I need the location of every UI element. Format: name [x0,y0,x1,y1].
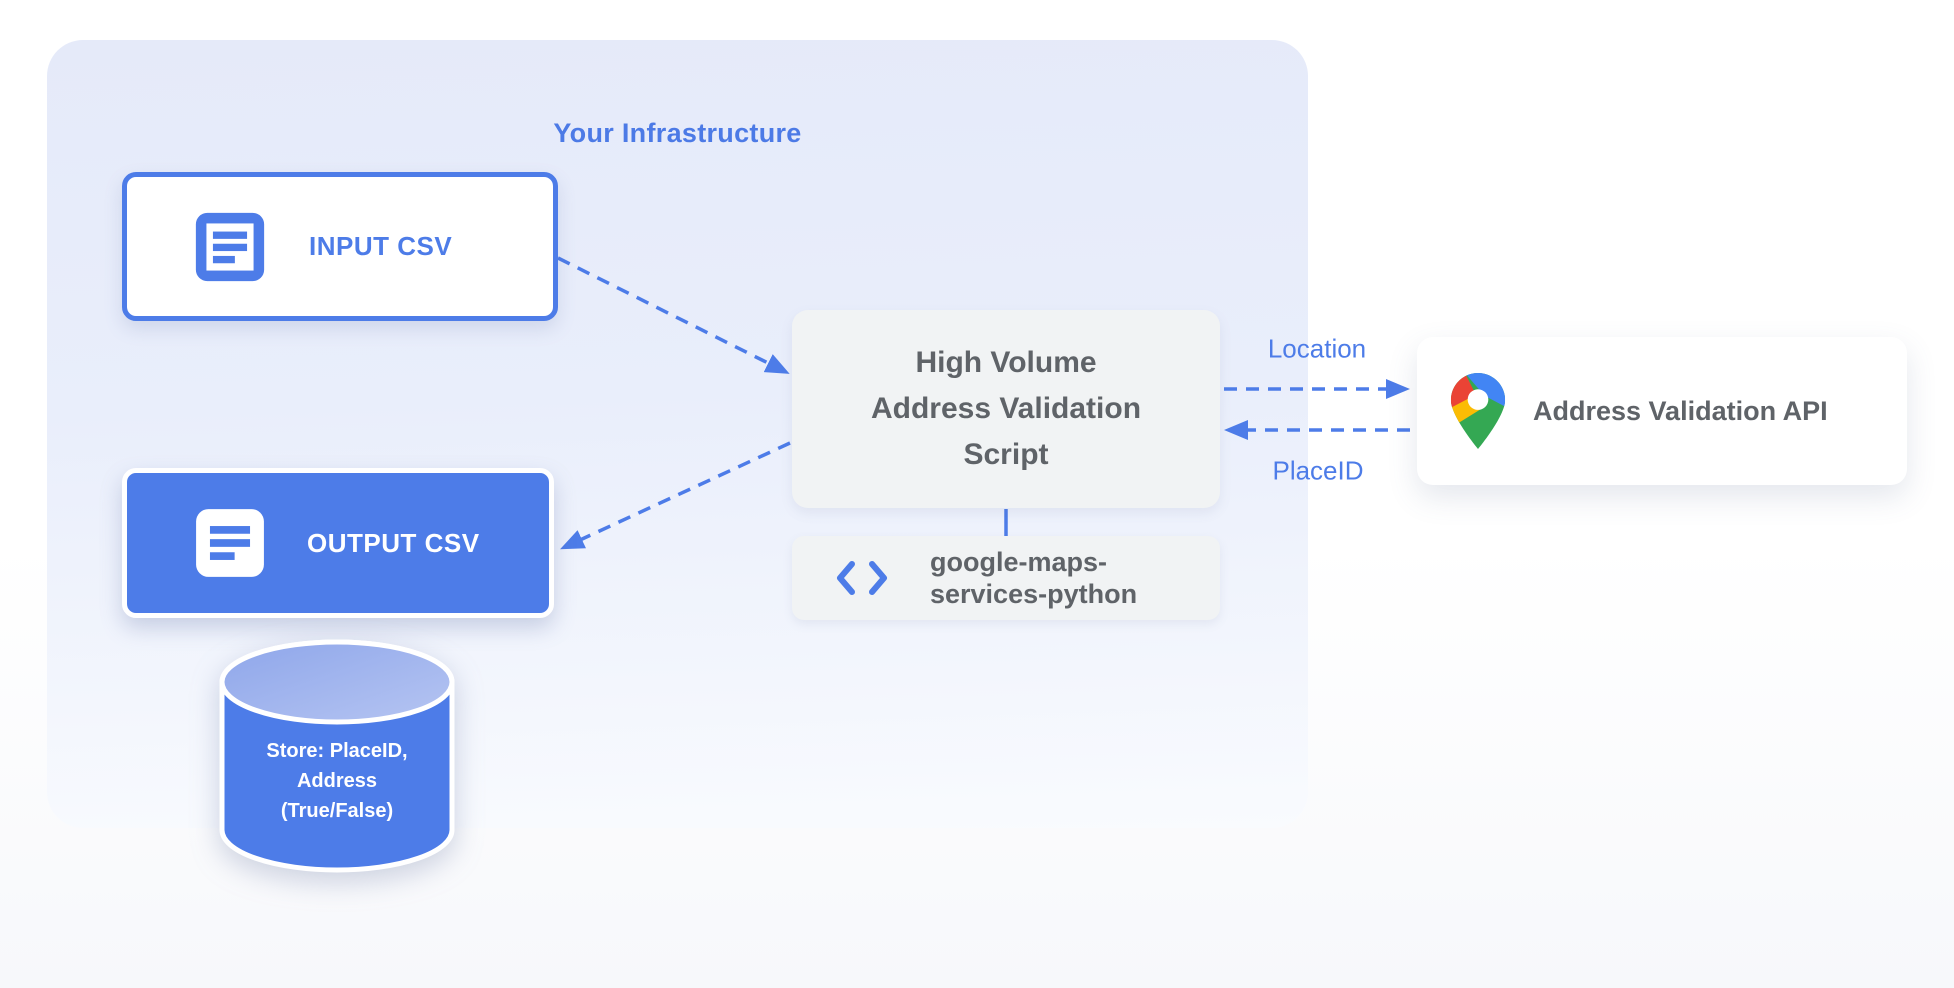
placeid-flow-label: PlaceID [1272,455,1364,486]
google-maps-pin-icon [1450,373,1506,449]
output-csv-node: OUTPUT CSV [122,468,554,618]
api-label: Address Validation API [1533,395,1828,426]
library-label: google-maps- services-python [930,546,1137,610]
library-line-1: google-maps- [930,547,1108,577]
address-validation-api-node: Address Validation API [1417,337,1907,485]
datastore-line-1: Store: PlaceID, [266,740,408,762]
database-cylinder-icon [219,639,455,873]
datastore-line-2: Address [296,770,378,792]
datastore-line-3: (True/False) [280,800,394,822]
script-line-3: Script [963,438,1049,471]
script-line-2: Address Validation [870,392,1142,425]
library-node: google-maps- services-python [792,536,1220,620]
document-icon [196,509,264,577]
input-csv-label: INPUT CSV [309,231,453,261]
input-csv-node: INPUT CSV [122,172,558,321]
library-line-2: services-python [930,579,1138,609]
script-node: High Volume Address Validation Script [792,310,1220,508]
datastore-label: Store: PlaceID, Address (True/False) [218,736,456,826]
location-flow-label: Location [1267,333,1367,364]
code-icon [837,561,887,595]
infrastructure-label: Your Infrastructure [553,118,802,148]
script-line-1: High Volume [915,346,1097,379]
datastore-node: Store: PlaceID, Address (True/False) [218,636,456,876]
output-csv-label: OUTPUT CSV [307,527,480,558]
document-icon [195,212,265,281]
